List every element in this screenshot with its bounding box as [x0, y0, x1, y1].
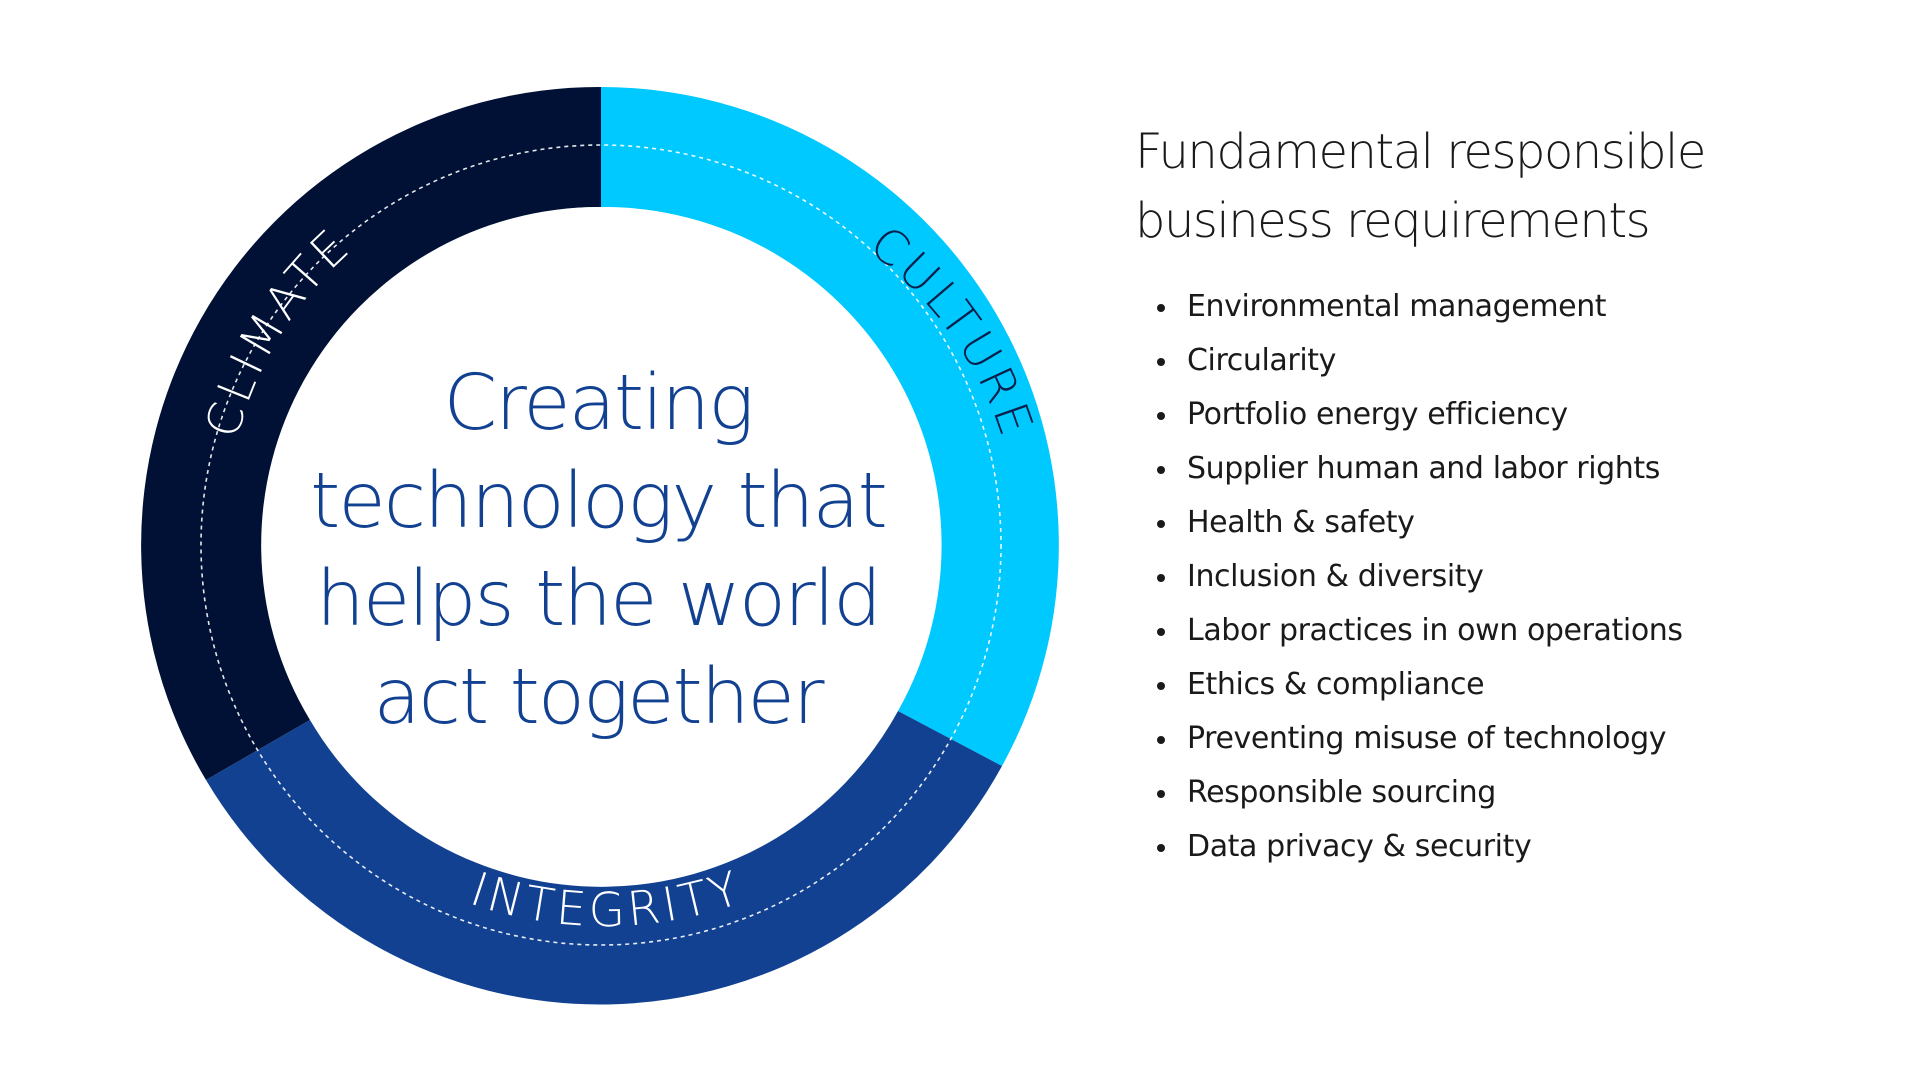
list-item: Supplier human and labor rights	[1135, 442, 1895, 496]
list-item: Health & safety	[1135, 496, 1895, 550]
heading-line-1: Fundamental responsible	[1135, 124, 1706, 180]
list-item-text: Portfolio energy efficiency	[1187, 397, 1568, 432]
bullet-icon	[1157, 682, 1165, 690]
bullet-icon	[1157, 520, 1165, 528]
ring-diagram: CLIMATE CULTURE INTEGRITY	[141, 86, 1059, 1005]
climate-segment	[141, 86, 601, 781]
integrity-segment	[206, 711, 1002, 1005]
list-item-text: Environmental management	[1187, 289, 1607, 324]
requirements-list: Environmental management Circularity Por…	[1135, 280, 1895, 874]
list-item-text: Preventing misuse of technology	[1187, 721, 1667, 756]
list-item: Portfolio energy efficiency	[1135, 388, 1895, 442]
center-line-4: act together	[373, 653, 824, 742]
bullet-icon	[1157, 466, 1165, 474]
list-item: Data privacy & security	[1135, 820, 1895, 874]
center-line-2: technology that	[310, 457, 888, 546]
center-line-1: Creating	[443, 359, 755, 448]
requirements-heading: Fundamental responsible business require…	[1135, 118, 1895, 256]
list-item: Labor practices in own operations	[1135, 604, 1895, 658]
bullet-icon	[1157, 574, 1165, 582]
list-item: Inclusion & diversity	[1135, 550, 1895, 604]
list-item: Ethics & compliance	[1135, 658, 1895, 712]
list-item-text: Labor practices in own operations	[1187, 613, 1683, 648]
list-item: Preventing misuse of technology	[1135, 712, 1895, 766]
bullet-icon	[1157, 628, 1165, 636]
list-item-text: Ethics & compliance	[1187, 667, 1485, 702]
inner-white-disc	[263, 207, 939, 883]
list-item-text: Inclusion & diversity	[1187, 559, 1484, 594]
center-line-3: helps the world	[316, 555, 882, 644]
culture-segment	[601, 87, 1059, 766]
list-item-text: Responsible sourcing	[1187, 775, 1496, 810]
list-item: Responsible sourcing	[1135, 766, 1895, 820]
heading-line-2: business requirements	[1135, 193, 1651, 249]
list-item: Circularity	[1135, 334, 1895, 388]
center-statement: Creating technology that helps the world…	[298, 355, 898, 747]
requirements-panel: Fundamental responsible business require…	[1135, 118, 1895, 874]
dashed-guide-ring	[200, 144, 1002, 946]
list-item-text: Circularity	[1187, 343, 1336, 378]
bullet-icon	[1157, 790, 1165, 798]
list-item: Environmental management	[1135, 280, 1895, 334]
list-item-text: Health & safety	[1187, 505, 1415, 540]
bullet-icon	[1157, 358, 1165, 366]
bullet-icon	[1157, 736, 1165, 744]
list-item-text: Data privacy & security	[1187, 829, 1532, 864]
bullet-icon	[1157, 412, 1165, 420]
bullet-icon	[1157, 844, 1165, 852]
list-item-text: Supplier human and labor rights	[1187, 451, 1661, 486]
bullet-icon	[1157, 304, 1165, 312]
